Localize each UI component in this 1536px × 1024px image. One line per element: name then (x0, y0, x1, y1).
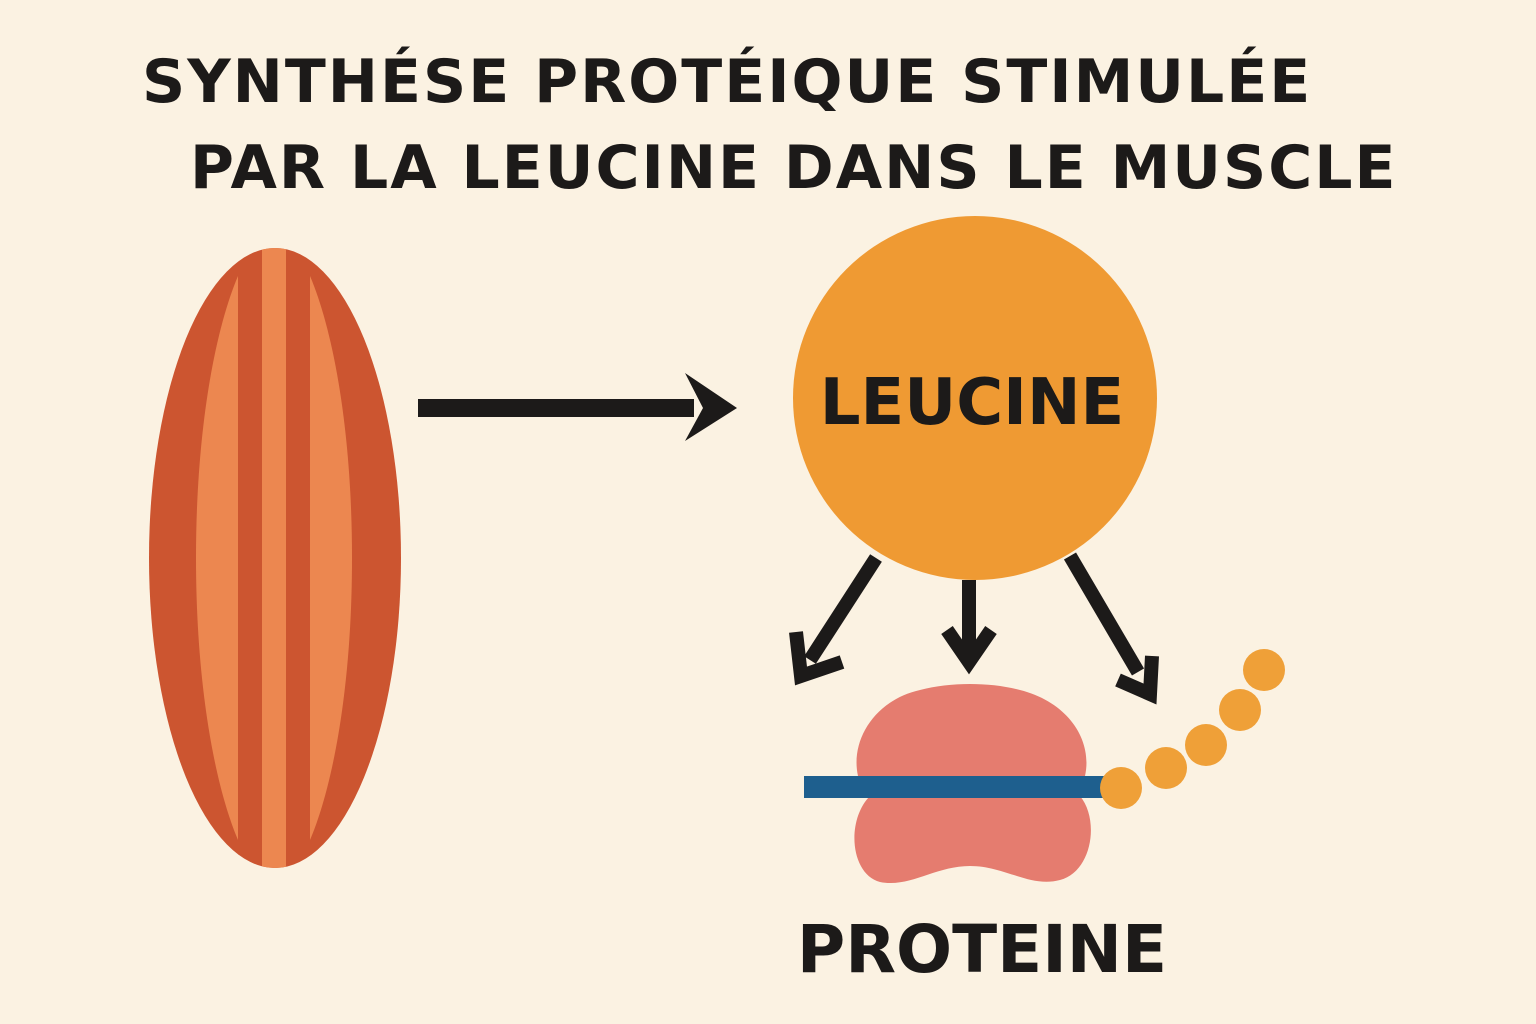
title-line-2: PAR LA LEUCINE DANS LE MUSCLE (190, 133, 1398, 203)
muscle-fiber-icon (149, 248, 401, 868)
mrna-strand (804, 776, 1106, 798)
arrow-leucine-center (941, 580, 997, 675)
peptide-chain-icon (1100, 649, 1285, 809)
arrow-leucine-left (789, 554, 882, 686)
protein-label: PROTEINE (797, 911, 1167, 988)
title-line-1: SYNTHÉSE PROTÉIQUE STIMULÉE (142, 47, 1313, 117)
ribosome-icon (804, 684, 1106, 884)
arrow-muscle-to-leucine (418, 373, 737, 441)
leucine-label: LEUCINE (820, 366, 1125, 440)
arrow-leucine-right (1063, 552, 1159, 705)
leucine-node: LEUCINE (793, 216, 1157, 580)
